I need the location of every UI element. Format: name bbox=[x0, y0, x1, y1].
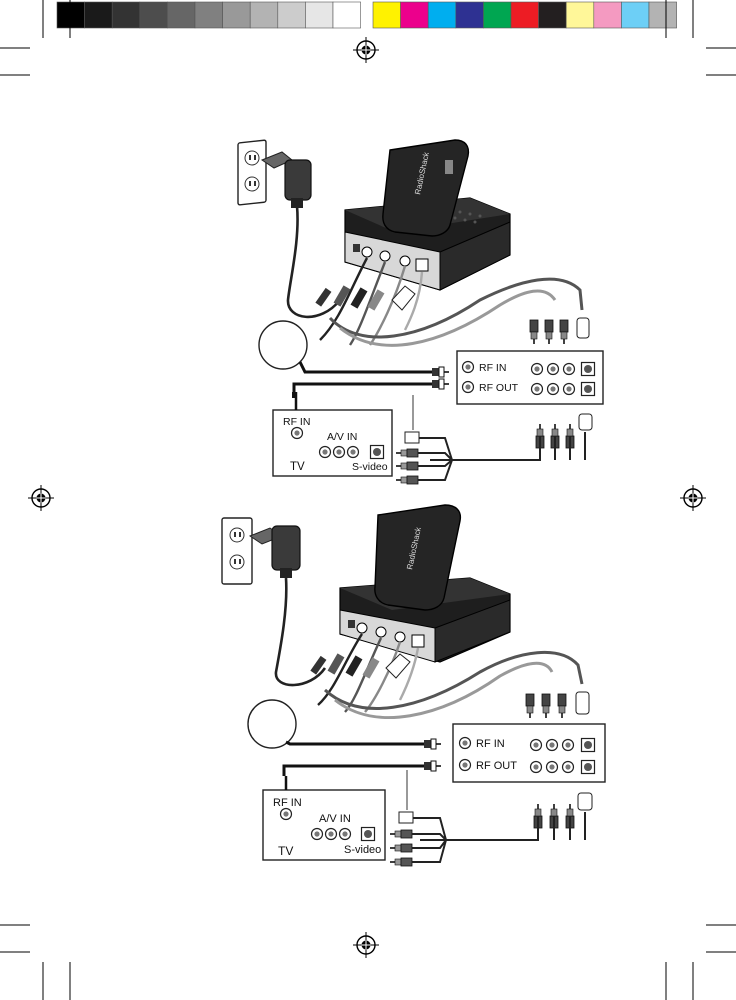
cable-plugs-at-unit bbox=[315, 285, 415, 310]
rf-in-jack bbox=[460, 738, 471, 749]
registration-mark-right bbox=[680, 485, 706, 511]
rf-out-coax-cable bbox=[284, 766, 425, 776]
tv-rf-in-label: RF IN bbox=[283, 416, 310, 428]
diagram-2: RadioShack bbox=[222, 505, 605, 866]
wall-outlet bbox=[222, 518, 252, 584]
swatch bbox=[278, 2, 306, 28]
swatch bbox=[305, 2, 333, 28]
swatch bbox=[167, 2, 195, 28]
antenna-source-circle bbox=[259, 321, 307, 369]
tv-label: TV bbox=[290, 461, 305, 473]
antenna-coax-cable bbox=[300, 362, 435, 372]
swatch bbox=[649, 2, 677, 28]
av-plugs-to-component bbox=[530, 318, 589, 344]
output-plugs bbox=[430, 414, 592, 460]
swatch bbox=[373, 2, 401, 28]
tv-panel: RF IN A/V IN TV S-video bbox=[263, 790, 385, 860]
rf-out-jack bbox=[463, 382, 474, 393]
power-cord bbox=[288, 206, 340, 317]
rf-out-coax-cable bbox=[294, 384, 435, 392]
tv-rf-in-jack bbox=[292, 428, 303, 439]
tv-s-video-label: S-video bbox=[352, 461, 388, 473]
swatch bbox=[566, 2, 594, 28]
registration-mark-top bbox=[353, 37, 379, 63]
swatch bbox=[456, 2, 484, 28]
tv-rf-in-label: RF IN bbox=[273, 797, 302, 809]
tv-panel: RF IN A/V IN TV S-video bbox=[273, 410, 392, 476]
source-component-box: RF IN RF OUT bbox=[453, 724, 605, 782]
swatch bbox=[539, 2, 567, 28]
swatch bbox=[223, 2, 251, 28]
power-adapter bbox=[250, 526, 300, 578]
box-rf-out-label: RF OUT bbox=[479, 382, 519, 394]
gray-swatches bbox=[57, 2, 361, 28]
color-swatches bbox=[373, 2, 677, 28]
wall-outlet bbox=[238, 140, 266, 205]
swatch bbox=[594, 2, 622, 28]
swatch bbox=[85, 2, 113, 28]
registration-mark-left bbox=[28, 485, 54, 511]
rf-out-jack bbox=[460, 760, 471, 771]
av-plugs-to-component bbox=[526, 692, 589, 718]
swatch bbox=[57, 2, 85, 28]
tv-rf-in-jack bbox=[281, 809, 292, 820]
color-calibration-bar bbox=[57, 2, 677, 28]
tv-s-video-label: S-video bbox=[344, 844, 381, 856]
diagram-1: RadioShack bbox=[238, 140, 603, 484]
tv-label: TV bbox=[278, 844, 293, 858]
box-rf-out-label: RF OUT bbox=[476, 760, 517, 772]
swatch bbox=[511, 2, 539, 28]
tv-av-in-label: A/V IN bbox=[319, 813, 351, 825]
swatch bbox=[140, 2, 168, 28]
swatch bbox=[250, 2, 278, 28]
swatch bbox=[195, 2, 223, 28]
swatch bbox=[483, 2, 511, 28]
rf-in-jack bbox=[463, 362, 474, 373]
tv-input-plugs bbox=[396, 432, 452, 484]
box-rf-in-label: RF IN bbox=[479, 362, 506, 374]
swatch bbox=[112, 2, 140, 28]
source-component-box: RF IN RF OUT bbox=[457, 351, 603, 404]
swatch bbox=[428, 2, 456, 28]
swatch bbox=[333, 2, 361, 28]
swatch bbox=[401, 2, 429, 28]
swatch bbox=[621, 2, 649, 28]
tv-av-in-label: A/V IN bbox=[327, 431, 357, 443]
antenna-coax-cable bbox=[286, 742, 425, 744]
output-plugs bbox=[420, 793, 592, 840]
power-adapter bbox=[262, 152, 311, 208]
box-rf-in-label: RF IN bbox=[476, 738, 505, 750]
registration-mark-bottom bbox=[353, 932, 379, 958]
antenna-source-circle bbox=[248, 700, 296, 748]
